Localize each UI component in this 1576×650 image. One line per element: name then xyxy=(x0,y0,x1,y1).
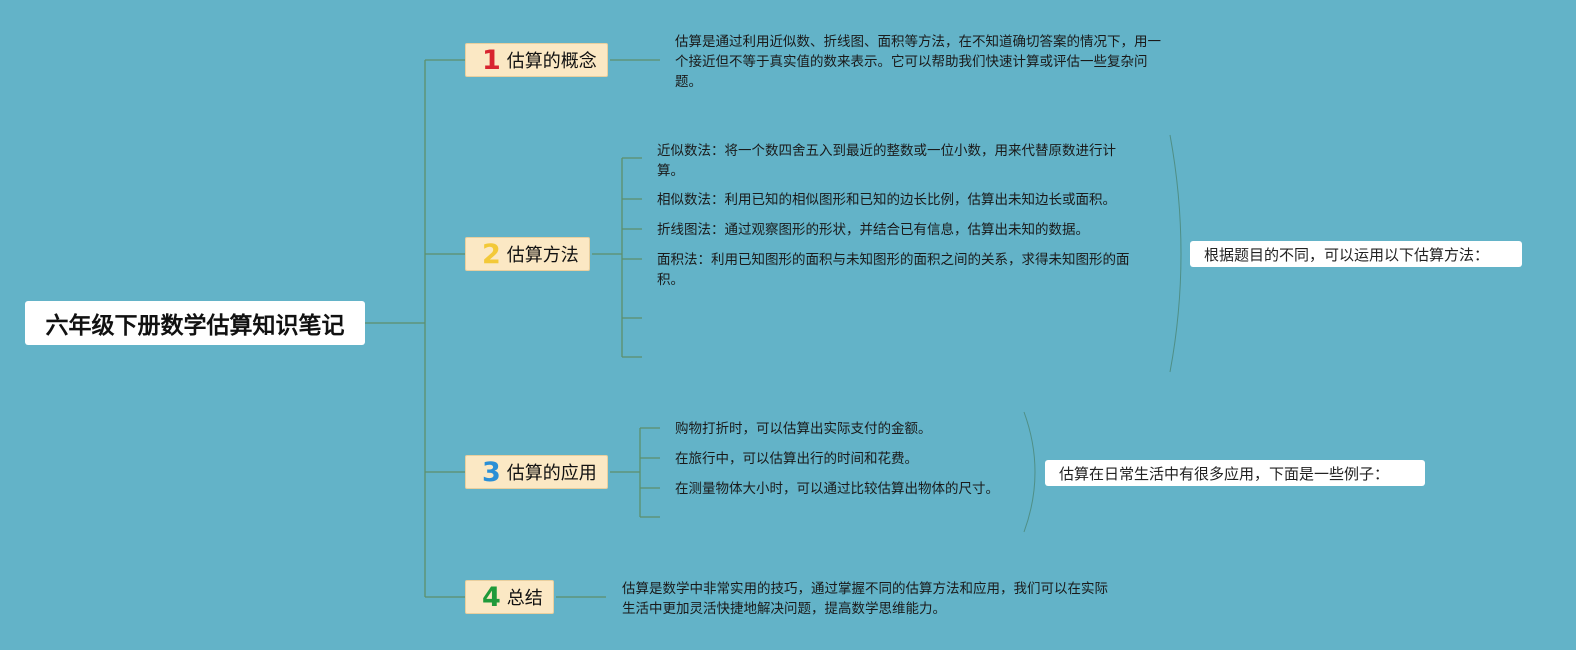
branch-concept[interactable]: 1 估算的概念 xyxy=(465,43,608,77)
branch-label: 估算的应用 xyxy=(506,463,597,484)
branch-label: 估算的概念 xyxy=(506,51,597,72)
method-item: 近似数法：将一个数四舍五入到最近的整数或一位小数，用来代替原数进行计算。 xyxy=(657,143,1116,179)
branch-application[interactable]: 3 估算的应用 xyxy=(465,455,608,489)
application-item: 在旅行中，可以估算出行的时间和花费。 xyxy=(675,451,918,467)
method-item: 折线图法：通过观察图形的形状，并结合已有信息，估算出未知的数据。 xyxy=(657,222,1089,238)
application-callout[interactable]: 估算在日常生活中有很多应用，下面是一些例子： xyxy=(1045,460,1425,486)
branch-label: 估算方法 xyxy=(506,245,579,266)
method-item: 相似数法：利用已知的相似图形和已知的边长比例，估算出未知边长或面积。 xyxy=(657,192,1116,208)
concept-text: 估算是通过利用近似数、折线图、面积等方法，在不知道确切答案的情况下，用一个接近但… xyxy=(675,34,1161,90)
summary-brace-3 xyxy=(1023,411,1036,533)
branch-label: 总结 xyxy=(506,588,543,609)
number-4-icon: 4 xyxy=(482,581,501,613)
application-item: 购物打折时，可以估算出实际支付的金额。 xyxy=(675,421,932,437)
number-3-icon: 3 xyxy=(482,456,501,488)
summary-brace-2 xyxy=(1169,134,1182,373)
number-1-icon: 1 xyxy=(482,44,501,76)
method-item: 面积法：利用已知图形的面积与未知图形的面积之间的关系，求得未知图形的面积。 xyxy=(657,252,1130,288)
branch-summary[interactable]: 4 总结 xyxy=(465,580,554,614)
summary-text: 估算是数学中非常实用的技巧，通过掌握不同的估算方法和应用，我们可以在实际生活中更… xyxy=(622,581,1108,617)
application-item: 在测量物体大小时，可以通过比较估算出物体的尺寸。 xyxy=(675,481,999,497)
methods-callout[interactable]: 根据题目的不同，可以运用以下估算方法： xyxy=(1190,241,1522,267)
branch-methods[interactable]: 2 估算方法 xyxy=(465,237,590,271)
number-2-icon: 2 xyxy=(482,238,501,270)
root-title[interactable]: 六年级下册数学估算知识笔记 xyxy=(25,301,365,345)
